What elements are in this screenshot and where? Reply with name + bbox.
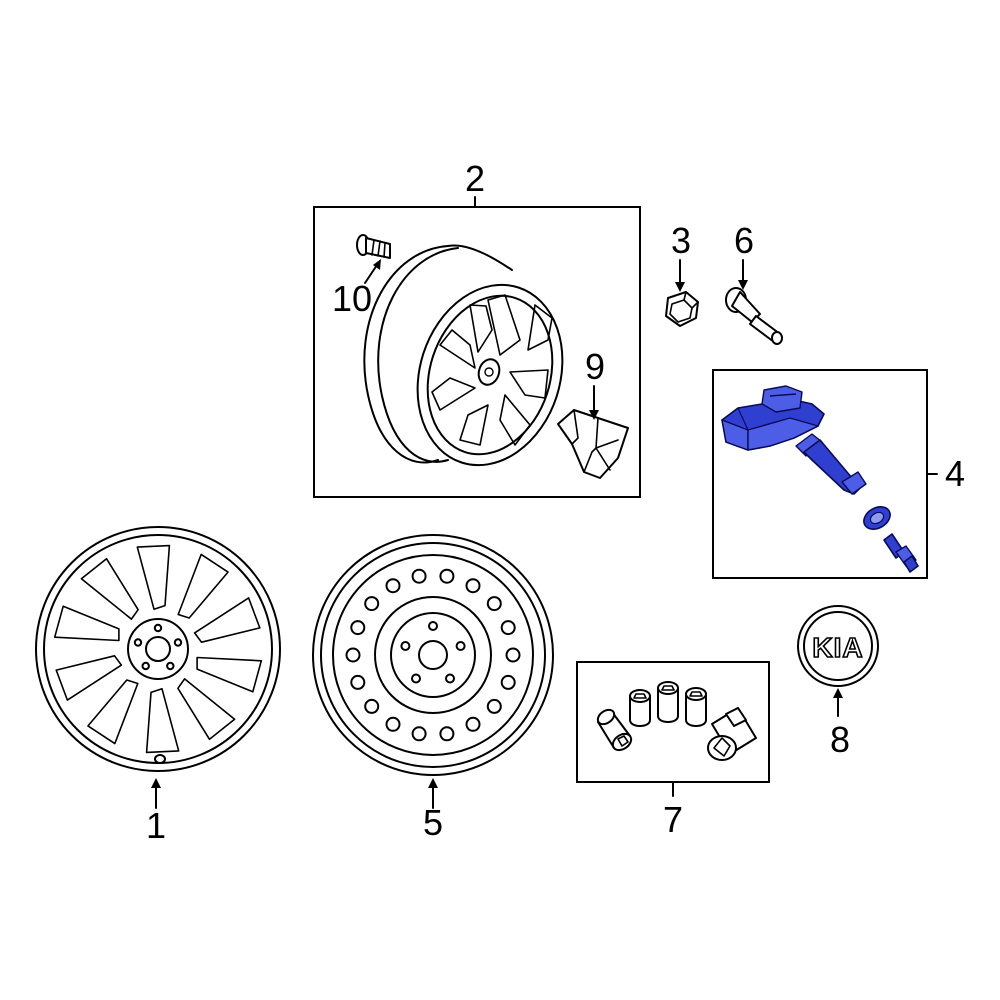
part-2-group-box <box>313 206 641 498</box>
callout-5: 5 <box>423 802 443 843</box>
vent-hole <box>350 620 366 636</box>
part-9-balance-weight[interactable] <box>557 409 629 479</box>
callout-4: 4 <box>945 453 965 494</box>
lug-hole <box>428 621 438 631</box>
callout-3: 3 <box>671 220 691 261</box>
spoke-window <box>55 655 123 701</box>
part-1-alloy-wheel[interactable] <box>35 526 281 772</box>
part-4-tpms-sensor[interactable] <box>721 385 919 573</box>
spoke-window <box>53 605 120 642</box>
vent-hole <box>364 596 380 612</box>
vent-hole <box>364 698 380 714</box>
part-3-arrow <box>675 282 685 292</box>
vent-hole <box>465 578 481 594</box>
spoke-window <box>193 597 261 643</box>
vent-hole <box>486 698 502 714</box>
part-7-locking-lug-nut-set[interactable] <box>595 681 757 761</box>
lug-hole <box>445 673 455 684</box>
lug-hole <box>166 661 175 671</box>
lug-hole <box>400 641 411 651</box>
callout-7: 7 <box>663 799 683 840</box>
spoke-window <box>177 553 229 619</box>
lug-hole <box>153 623 163 633</box>
lug-hole <box>411 673 421 684</box>
lug-hole <box>133 638 143 647</box>
part-10-wheel-bolt[interactable] <box>356 234 391 259</box>
part-2-alloy-wheel[interactable] <box>363 244 585 484</box>
spoke-window <box>80 557 139 620</box>
callout-8: 8 <box>830 719 850 760</box>
callout-2: 2 <box>465 158 485 199</box>
vent-hole <box>500 674 516 690</box>
lug-hole <box>455 641 466 651</box>
part-8-emblem[interactable]: KIA <box>797 605 879 687</box>
callout-9: 9 <box>585 346 605 387</box>
vent-hole <box>486 596 502 612</box>
lug-hole <box>141 661 150 671</box>
part-10-leader <box>364 264 378 284</box>
spoke-window <box>177 678 236 741</box>
part-1-arrow <box>151 778 161 788</box>
vent-hole <box>505 647 521 663</box>
spoke-window <box>136 544 171 610</box>
vent-hole <box>411 726 427 742</box>
spoke-window <box>87 679 139 745</box>
part-5-steel-wheel[interactable] <box>312 534 554 776</box>
part-3-lug-nut[interactable] <box>665 291 699 327</box>
part-9-arrow <box>589 410 599 420</box>
emblem-logo-text: KIA <box>812 632 863 663</box>
vent-hole <box>500 620 516 636</box>
lug-hole <box>173 638 183 647</box>
vent-hole <box>439 726 455 742</box>
vent-hole <box>411 568 427 584</box>
part-6-arrow <box>738 280 748 290</box>
callout-1: 1 <box>146 805 166 846</box>
vent-hole <box>465 716 481 732</box>
part-10-arrow <box>373 259 381 270</box>
vent-hole <box>385 716 401 732</box>
callout-10: 10 <box>332 278 372 319</box>
callout-6: 6 <box>734 220 754 261</box>
part-6-valve-stem[interactable] <box>725 287 783 345</box>
vent-hole <box>345 647 361 663</box>
vent-hole <box>385 578 401 594</box>
vent-hole <box>350 674 366 690</box>
spoke-window <box>196 656 263 693</box>
part-5-arrow <box>428 778 438 788</box>
spoke-window <box>145 688 180 754</box>
part-8-arrow <box>833 688 843 698</box>
vent-hole <box>439 568 455 584</box>
